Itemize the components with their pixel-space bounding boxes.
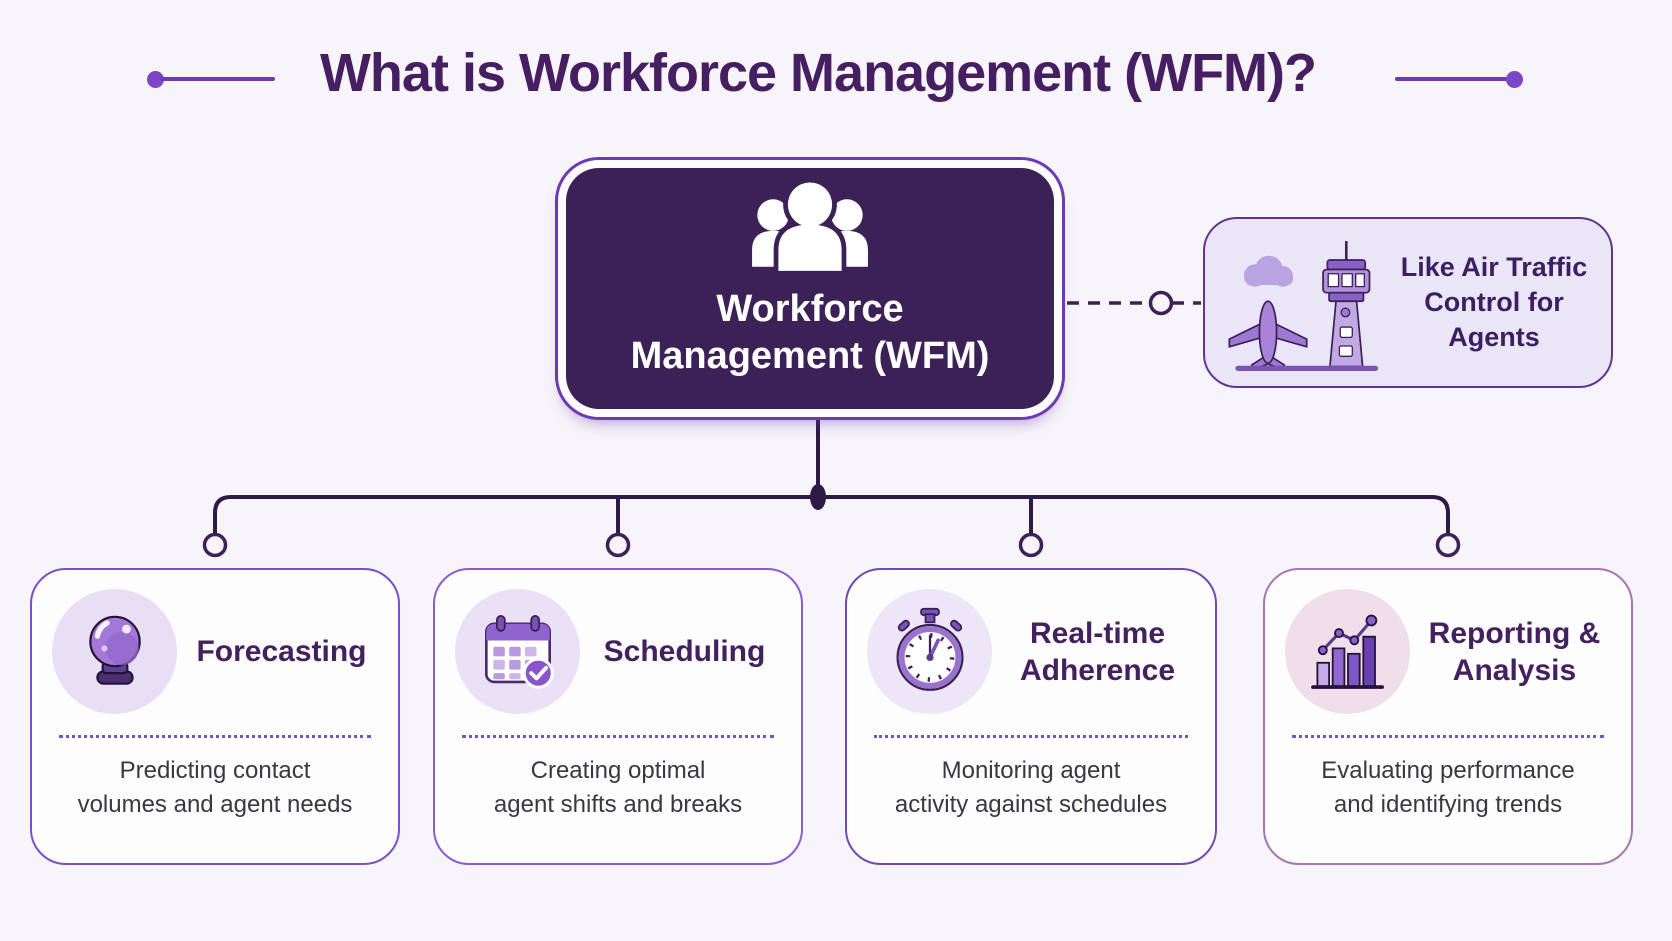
analogy-callout: Like Air Traffic Control for Agents [1203,217,1613,388]
callout-line2: Control for Agents [1424,287,1564,352]
card-description: Predicting contact volumes and agent nee… [77,757,353,818]
card-title: Real-time Adherence [1019,616,1176,687]
title-right-line [1395,77,1510,81]
card-realtime-adherence: Real-time Adherence Monitoring agent act… [845,568,1217,865]
dotted-divider [874,735,1188,738]
branch-ring-3 [1018,532,1044,558]
callout-ring [1148,290,1174,316]
title-left-line [160,77,275,81]
crystal-ball-icon [52,589,177,714]
plane-icon [1228,299,1308,371]
title-right-dot [1506,71,1523,88]
callout-text: Like Air Traffic Control for Agents [1391,250,1611,355]
page-title: What is Workforce Management (WFM)? [319,43,1317,103]
stopwatch-icon [867,589,992,714]
bus-line [213,495,1450,534]
bar-chart-trend-icon [1285,589,1410,714]
callout-line1: Like Air Traffic [1400,252,1588,282]
central-node-title-line2: Management (WFM) [630,335,990,377]
dotted-divider [462,735,774,738]
card-description: Evaluating performance and identifying t… [1321,757,1575,818]
card-description: Creating optimal agent shifts and breaks [493,757,743,818]
branch-ring-2 [605,532,631,558]
junction-dot [810,484,826,510]
branch-ring-4 [1435,532,1461,558]
card-title: Reporting & Analysis [1428,616,1601,687]
dotted-divider [1292,735,1604,738]
central-node: Workforce Management (WFM) [555,157,1065,420]
title-left-dot [147,71,164,88]
central-node-body: Workforce Management (WFM) [566,168,1054,409]
air-traffic-control-icon [1228,240,1379,371]
dotted-divider [59,735,371,738]
card-forecasting: Forecasting Predicting contact volumes a… [30,568,400,865]
card-title: Scheduling [603,635,766,668]
central-node-title-line1: Workforce [716,288,904,330]
card-reporting-analysis: Reporting & Analysis Evaluating performa… [1263,568,1633,865]
branch-ring-1 [202,532,228,558]
card-scheduling: Scheduling Creating optimal agent shifts… [433,568,803,865]
card-description: Monitoring agent activity against schedu… [894,757,1168,818]
people-group-icon [752,180,868,276]
cloud-icon [1243,255,1293,287]
control-tower-icon [1322,240,1371,367]
card-title: Forecasting [196,635,367,668]
calendar-check-icon [455,589,580,714]
